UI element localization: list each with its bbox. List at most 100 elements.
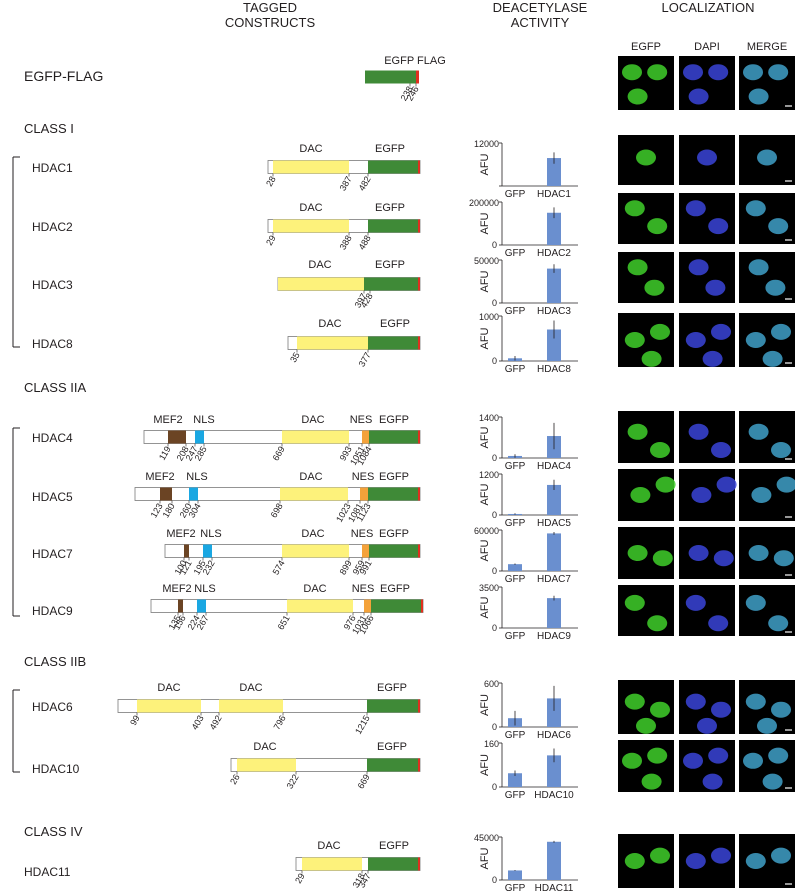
dac-domain xyxy=(287,599,353,613)
tick-label: 669 xyxy=(271,445,287,463)
chart-ytick-label: 0 xyxy=(492,453,497,463)
micrograph-panel xyxy=(739,56,795,110)
chart-ytick-label: 1400 xyxy=(479,413,499,423)
dac-label: DAC xyxy=(157,682,180,694)
tick-label: 388 xyxy=(338,234,354,252)
egfp-domain xyxy=(368,336,420,350)
chart-category-label: HDAC8 xyxy=(537,364,571,375)
chart-ytick-label: 0 xyxy=(492,356,497,366)
dac-domain xyxy=(282,430,349,444)
cell-nucleus xyxy=(641,350,662,367)
egfp-domain xyxy=(367,699,420,713)
nes-domain xyxy=(364,599,371,613)
cell-nucleus xyxy=(647,218,668,235)
chart-bar xyxy=(508,564,522,571)
channel-label: DAPI xyxy=(694,41,720,53)
dac-domain xyxy=(137,699,201,713)
tick-label: 1215 xyxy=(353,714,372,736)
chart-ylabel: AFU xyxy=(479,694,491,716)
chart-category-label: GFP xyxy=(505,730,526,741)
cell-nucleus xyxy=(630,487,651,503)
chart-ylabel: AFU xyxy=(479,754,491,776)
nes-domain xyxy=(362,430,369,444)
cell-nucleus xyxy=(683,752,703,769)
nls-label: NLS xyxy=(193,414,214,426)
class-label: CLASS IV xyxy=(24,824,83,839)
tick-label: 899 xyxy=(338,559,354,577)
cell-nucleus xyxy=(683,64,703,81)
control-label: EGFP-FLAG xyxy=(24,68,103,84)
cell-nucleus xyxy=(743,752,763,769)
chart-bar xyxy=(508,773,522,787)
chart-ytick-label: 0 xyxy=(492,875,497,885)
egfp-domain xyxy=(368,219,420,233)
cell-nucleus xyxy=(771,323,791,340)
tick-label: 99 xyxy=(128,714,142,728)
chart-category-label: HDAC10 xyxy=(534,790,574,801)
chart-ytick-label: 0 xyxy=(492,722,497,732)
cell-nucleus xyxy=(647,615,668,632)
egfp-domain xyxy=(371,599,423,613)
chart-ylabel: AFU xyxy=(479,153,491,175)
flag-tag xyxy=(418,430,420,444)
chart-category-label: GFP xyxy=(505,631,526,642)
dac-domain xyxy=(219,699,283,713)
tick-label: 29 xyxy=(264,234,278,248)
egfp-label: EGFP xyxy=(379,528,409,540)
cell-nucleus xyxy=(773,550,794,567)
dac-domain xyxy=(273,160,349,174)
cell-nucleus xyxy=(757,717,777,734)
chart-category-label: HDAC3 xyxy=(537,306,571,317)
flag-tag xyxy=(418,544,420,558)
nls-domain xyxy=(189,487,198,501)
dac-domain xyxy=(278,277,364,291)
cell-nucleus xyxy=(771,442,791,458)
flag-tag xyxy=(421,599,423,613)
cell-nucleus xyxy=(688,423,709,440)
chart-category-label: GFP xyxy=(505,189,526,200)
cell-nucleus xyxy=(745,693,766,710)
tick-label: 377 xyxy=(357,351,373,369)
cell-nucleus xyxy=(622,752,642,769)
nes-domain xyxy=(362,544,369,558)
egfp-label: EGFP xyxy=(380,583,410,595)
micrograph-panel xyxy=(739,252,795,303)
flag-tag xyxy=(418,160,420,174)
chart-bar xyxy=(547,755,561,787)
member-label: HDAC8 xyxy=(32,337,73,351)
nes-domain xyxy=(360,487,368,501)
egfp-label: EGFP xyxy=(379,840,409,852)
cell-nucleus xyxy=(697,717,717,734)
nes-label: NES xyxy=(352,583,375,595)
cell-nucleus xyxy=(711,701,731,718)
flag-tag xyxy=(418,487,420,501)
tick-label: 698 xyxy=(269,502,285,520)
cell-nucleus xyxy=(650,847,670,864)
cell-nucleus xyxy=(644,279,665,296)
chart-category-label: GFP xyxy=(505,364,526,375)
cell-nucleus xyxy=(697,149,717,166)
chart-category-label: HDAC4 xyxy=(537,461,571,472)
chart-category-label: HDAC2 xyxy=(537,248,571,259)
cell-nucleus xyxy=(627,88,648,105)
egfp-label: EGFP xyxy=(377,682,407,694)
dac-label: DAC xyxy=(299,471,322,483)
egfp-domain xyxy=(368,857,420,871)
egfp-domain xyxy=(367,758,420,772)
chart-bar xyxy=(547,268,561,303)
egfp-label: EGFP xyxy=(379,471,409,483)
chart-ytick-label: 600 xyxy=(484,679,499,689)
micrograph-panel xyxy=(618,252,674,303)
cell-nucleus xyxy=(711,442,731,458)
chart-category-label: HDAC5 xyxy=(537,518,571,529)
cell-nucleus xyxy=(708,218,729,235)
tick-label: 488 xyxy=(357,234,373,252)
chart-ylabel: AFU xyxy=(479,327,491,349)
chart-category-label: GFP xyxy=(505,306,526,317)
dac-label: DAC xyxy=(308,259,331,271)
cell-nucleus xyxy=(716,476,737,493)
cell-nucleus xyxy=(748,423,769,440)
cell-nucleus xyxy=(762,350,783,367)
nls-label: NLS xyxy=(200,528,221,540)
cell-nucleus xyxy=(627,545,648,561)
